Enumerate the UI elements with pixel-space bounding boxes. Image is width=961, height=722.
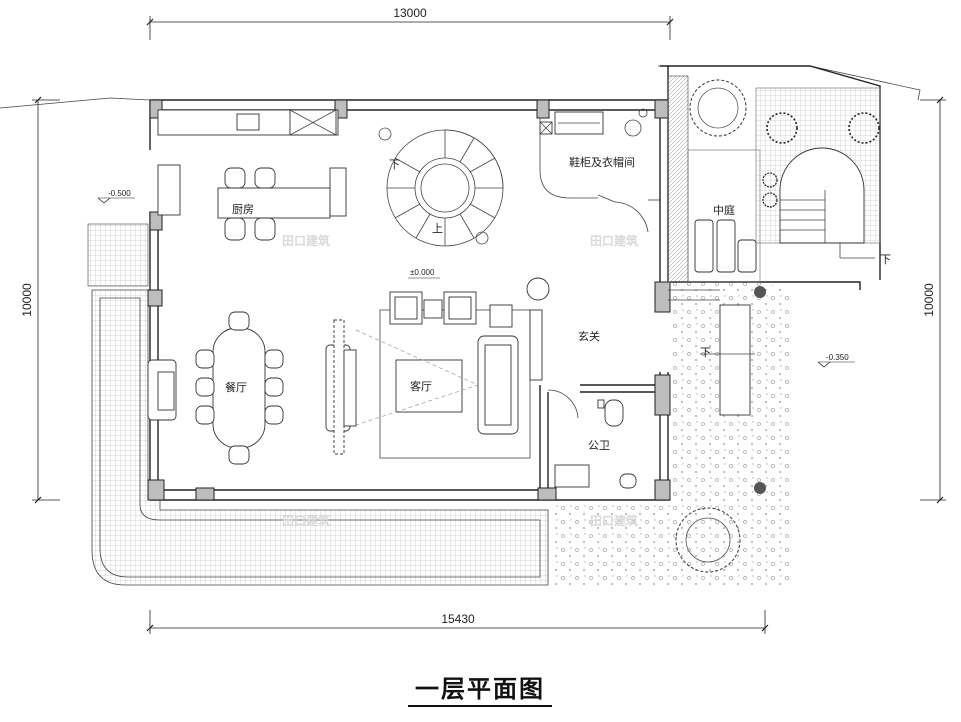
terrace-grid-block [87, 223, 149, 287]
watermark: 田口建筑 [590, 513, 638, 528]
dimension-left: 10000 [20, 283, 34, 317]
watermark: 田口建筑 [282, 233, 330, 248]
living-room-furniture [325, 277, 550, 459]
wardrobe-fixtures [539, 108, 649, 233]
toilet-fixtures [554, 399, 637, 489]
spiral-stair [378, 127, 504, 247]
watermark: 田口建筑 [590, 233, 638, 248]
dimension-top: 13000 [393, 6, 427, 20]
dimension-lines [32, 16, 946, 634]
tree-icon [675, 79, 880, 573]
stair-up: 上 [432, 222, 443, 235]
elevation-entry: -0.350 [826, 353, 849, 362]
terrace-edge [99, 297, 541, 578]
stair-down-main: 下 [389, 158, 400, 171]
stair-down-entry: 下 [700, 346, 711, 359]
courtyard [667, 75, 881, 283]
room-kitchen: 厨房 [232, 203, 254, 216]
entry-steps [719, 304, 751, 416]
room-living: 客厅 [410, 379, 432, 393]
watermark: 田口建筑 [282, 513, 330, 528]
dimension-right: 10000 [922, 283, 936, 317]
plan-title: 一层平面图 [415, 675, 545, 703]
room-wardrobe: 鞋柜及衣帽间 [569, 155, 635, 169]
elevation-markers [97, 197, 855, 368]
dining-table [147, 311, 284, 465]
room-foyer: 玄关 [578, 329, 600, 343]
room-toilet: 公卫 [588, 439, 610, 452]
columns [147, 99, 671, 501]
room-courtyard: 中庭 [713, 203, 735, 217]
foyer-door-swing [547, 389, 579, 419]
dimension-bottom: 15430 [441, 612, 475, 626]
stair-down-courtyard: 下 [880, 253, 891, 266]
room-dining: 餐厅 [225, 380, 247, 394]
terrace [91, 289, 549, 586]
site-boundary [0, 97, 151, 109]
elevation-terrace: -0.500 [108, 189, 131, 198]
kitchen-fixtures [157, 109, 347, 241]
gravel-area [555, 282, 790, 585]
elevation-floor: ±0.000 [410, 268, 435, 277]
